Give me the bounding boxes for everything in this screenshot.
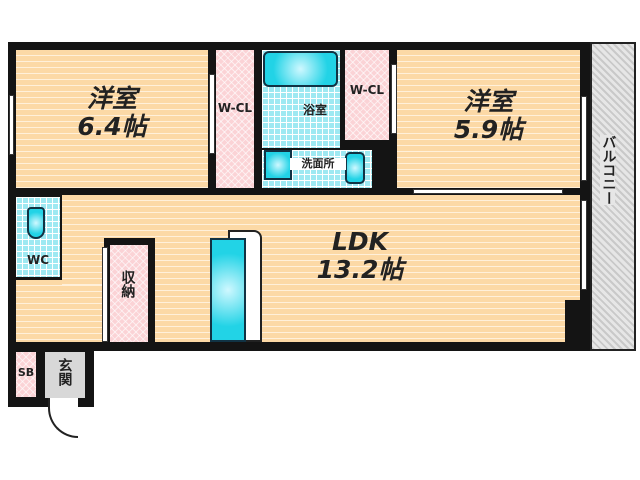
wcl-left-label: W-CL xyxy=(217,101,253,115)
room-size: 5.9帖 xyxy=(453,114,524,144)
wcl-right-label: W-CL xyxy=(349,83,385,97)
closet-door-left[interactable] xyxy=(209,74,215,154)
sb-label: SB xyxy=(17,366,35,379)
wash-basin xyxy=(345,152,365,184)
western-room-2-label: 洋室 5.9帖 xyxy=(397,88,580,143)
bath-label: 浴室 xyxy=(302,103,327,117)
shoe-box xyxy=(16,352,36,397)
room-size: 6.4帖 xyxy=(77,111,147,141)
room-name: LDK xyxy=(331,227,389,256)
balcony-label: バルコニー xyxy=(600,135,617,205)
storage-label: 収納 xyxy=(119,270,136,298)
walk-in-closet-right xyxy=(345,50,389,140)
washroom-label: 洗面所 xyxy=(290,157,346,171)
room-name: 洋室 xyxy=(463,87,514,116)
storage-door[interactable] xyxy=(102,247,108,342)
pillar xyxy=(565,300,580,342)
bathtub xyxy=(263,51,338,87)
wc-label: WC xyxy=(26,253,50,267)
storage xyxy=(110,245,148,342)
walk-in-closet-left xyxy=(216,50,254,188)
sliding-door[interactable] xyxy=(413,189,563,194)
entrance-door[interactable] xyxy=(48,398,78,438)
entrance xyxy=(45,352,85,398)
western-room-1-label: 洋室 6.4帖 xyxy=(16,85,208,140)
room-name: 洋室 xyxy=(86,84,137,113)
closet-door-right[interactable] xyxy=(391,64,397,134)
western-room-1 xyxy=(16,50,208,188)
washing-machine xyxy=(264,150,292,180)
window-balcony-2 xyxy=(581,200,587,290)
toilet-icon xyxy=(27,207,45,239)
window-left xyxy=(9,95,14,155)
hallway-upper xyxy=(62,195,106,285)
hallway xyxy=(16,280,104,342)
room-size: 13.2帖 xyxy=(316,254,404,284)
ldk-label: LDK 13.2帖 xyxy=(280,228,440,283)
kitchen-sink-stove xyxy=(210,238,246,342)
western-room-2 xyxy=(397,50,580,188)
window-balcony-1 xyxy=(581,96,587,181)
entrance-label: 玄関 xyxy=(56,358,73,386)
